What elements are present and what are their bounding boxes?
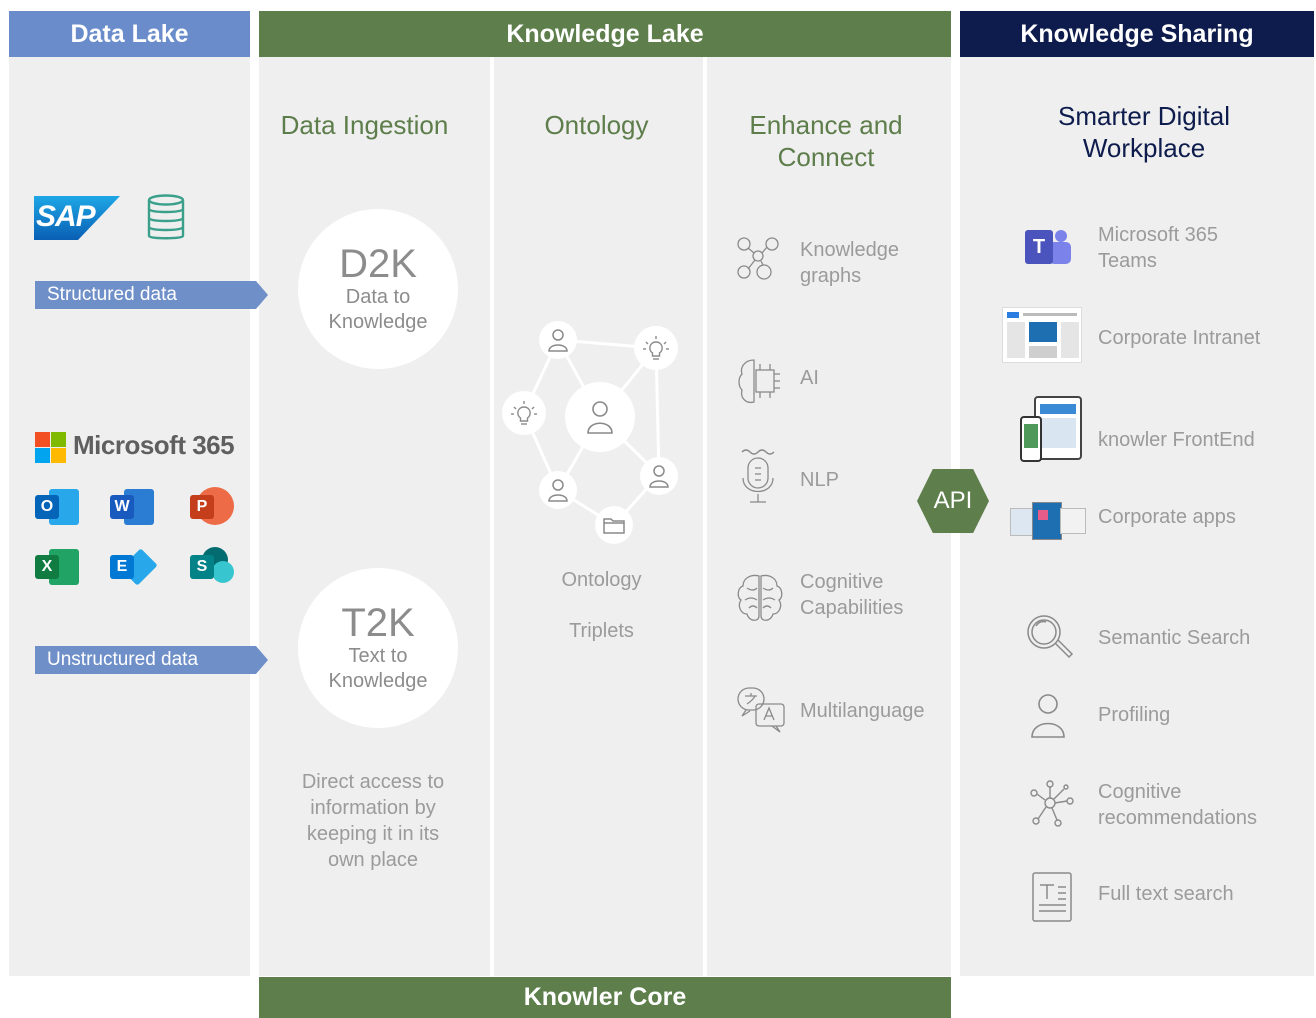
sap-logo: SAP (34, 196, 120, 240)
intranet-screenshot-icon (1002, 307, 1082, 363)
person-node-bottom (539, 471, 577, 509)
d2k-label: D2K (339, 242, 417, 286)
folder-node (595, 506, 633, 544)
brain-icon (735, 572, 785, 629)
profiling-label: Profiling (1098, 704, 1171, 726)
t2k-label: T2K (341, 601, 415, 645)
smarter-workplace-title: Smarter Digital Workplace (1058, 101, 1230, 163)
structured-data-tag: Structured data (35, 281, 268, 309)
api-label: API (933, 487, 973, 514)
t2k-sublabel: Text to Knowledge (328, 645, 428, 692)
data-lake-header: Data Lake (9, 11, 250, 57)
api-hexagon: API (917, 469, 989, 533)
microsoft-365-label: Microsoft 365 (73, 430, 235, 460)
ontology-label: Ontology (561, 569, 642, 591)
unstructured-data-tag: Unstructured data (35, 646, 268, 674)
excel-icon: X (35, 547, 79, 587)
semantic-search-label: Semantic Search (1098, 627, 1251, 649)
outlook-icon: O (35, 487, 79, 527)
full-text-icon (1030, 871, 1074, 928)
enhance-connect-title: Enhance and Connect (749, 110, 903, 172)
intranet-label: Corporate Intranet (1098, 327, 1261, 349)
word-icon: W (110, 487, 154, 527)
corporate-apps-icon (1006, 498, 1086, 542)
knowler-core-footer: Knowler Core (259, 977, 951, 1018)
person-node-center (565, 382, 635, 452)
cognitive-recommendations-label: Cognitive recommendations (1098, 781, 1257, 829)
d2k-sublabel: Data to Knowledge (328, 286, 428, 333)
triplets-label: Triplets (569, 620, 634, 642)
exchange-icon: E (110, 547, 158, 587)
person-node-top (539, 321, 577, 359)
idea-node-left (502, 391, 546, 435)
database-icon (146, 194, 186, 247)
teams-icon: T (1025, 224, 1073, 268)
translation-icon (736, 686, 786, 739)
powerpoint-icon: P (190, 487, 234, 527)
ai-chip-icon (736, 356, 782, 411)
person-node-right (640, 457, 678, 495)
t2k-circle: T2K Text to Knowledge (298, 568, 458, 728)
knowledge-sharing-header: Knowledge Sharing (960, 11, 1314, 57)
knowledge-lake-header: Knowledge Lake (259, 11, 951, 57)
ingestion-description: Direct access to information by keeping … (301, 771, 445, 871)
multilanguage-label: Multilanguage (800, 700, 925, 722)
idea-node-right (634, 326, 678, 370)
nlp-label: NLP (800, 469, 839, 491)
sharepoint-icon: S (190, 547, 234, 587)
enhance-panel (707, 57, 951, 976)
frontend-label: knowler FrontEnd (1098, 429, 1255, 451)
corporate-apps-label: Corporate apps (1098, 506, 1236, 528)
profile-icon (1030, 693, 1066, 744)
data-ingestion-title: Data Ingestion (280, 110, 449, 140)
sap-logo-text: SAP (36, 200, 96, 233)
full-text-search-label: Full text search (1098, 883, 1234, 905)
knowledge-graphs-label: Knowledge graphs (800, 239, 899, 287)
teams-label: Microsoft 365 Teams (1098, 224, 1219, 272)
ontology-graph (494, 310, 703, 550)
nlp-microphone-icon (740, 446, 776, 511)
frontend-devices-icon (1020, 396, 1084, 466)
d2k-circle: D2K Data to Knowledge (298, 209, 458, 369)
network-icon (1028, 779, 1078, 834)
cognitive-capabilities-label: Cognitive Capabilities (800, 571, 904, 619)
ontology-title: Ontology (544, 110, 649, 140)
search-icon (1024, 612, 1074, 667)
knowledge-graph-icon (734, 234, 784, 289)
ai-label: AI (800, 367, 819, 389)
microsoft-logo-icon (35, 432, 66, 463)
